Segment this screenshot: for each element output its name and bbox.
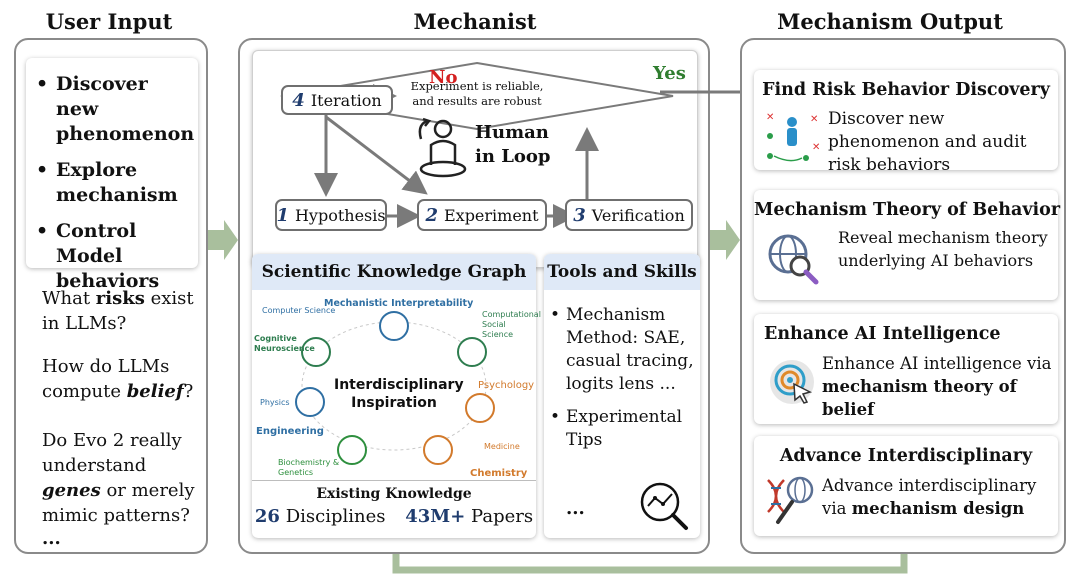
- svg-text:✕: ✕: [810, 114, 818, 125]
- disciplines-count: 26: [254, 506, 280, 527]
- svg-text:✕: ✕: [812, 142, 820, 153]
- mechanist-to-output-arrow: [710, 220, 740, 260]
- tools-list: •Mechanism Method: SAE, casual tracing, …: [548, 304, 698, 452]
- output-card-intelligence: Enhance AI Intelligence Enhance AI intel…: [754, 314, 1058, 424]
- field-mech-interp: Mechanistic Interpretability: [324, 298, 474, 309]
- kg-stats: 26 Disciplines 43M+ Papers: [252, 506, 536, 527]
- output-desc: Reveal mechanism theory underlying AI be…: [838, 228, 1048, 270]
- goal-item: Discover new phenomenon: [30, 72, 194, 147]
- field-biochem: Biochemistry & Genetics: [278, 458, 340, 477]
- mechanist-title: Mechanist: [413, 9, 537, 34]
- input-to-mechanist-arrow: [208, 220, 238, 260]
- field-computer-science: Computer Science: [262, 306, 336, 315]
- mechanism-output-title: Mechanism Output: [777, 9, 1003, 34]
- feedback-loop-arrow: [392, 552, 908, 574]
- field-chemistry: Chemistry: [470, 468, 528, 479]
- user-input-panel: Discover new phenomenon Explore mechanis…: [14, 38, 208, 554]
- yes-label: Yes: [653, 63, 686, 84]
- papers-label: Papers: [471, 506, 534, 527]
- tools-title: Tools and Skills: [544, 254, 700, 290]
- question-ellipsis: ...: [42, 528, 61, 549]
- mechanist-panel: No Yes Experiment is reliable, and resul…: [238, 38, 710, 554]
- question-genes: Do Evo 2 really understand genes or mere…: [42, 430, 195, 526]
- tools-item: •Mechanism Method: SAE, casual tracing, …: [550, 305, 694, 394]
- goal-item: Explore mechanism: [30, 158, 194, 208]
- psychology-node-icon: [465, 393, 495, 423]
- target-cursor-icon: [770, 360, 814, 404]
- output-card-risk: Find Risk Behavior Discovery ✕ ✕ ✕ Disco…: [754, 70, 1058, 175]
- biochem-node-icon: [337, 435, 367, 465]
- field-medicine: Medicine: [484, 442, 520, 451]
- user-input-title: User Input: [45, 9, 173, 34]
- globe-magnifier-icon: [768, 234, 819, 285]
- field-psychology: Psychology: [478, 380, 535, 391]
- field-computational-social: Computational Social Science: [482, 310, 541, 339]
- chart-magnifier-icon: [640, 482, 688, 530]
- chemistry-node-icon: [423, 435, 453, 465]
- kg-center-label: Interdisciplinary Inspiration: [334, 377, 464, 411]
- tools-item: •Experimental Tips: [550, 407, 683, 450]
- research-loop-card: No Yes Experiment is reliable, and resul…: [252, 50, 698, 268]
- physics-node-icon: [295, 387, 325, 417]
- risk-discovery-icon: ✕ ✕ ✕: [766, 112, 820, 162]
- kg-divider: [252, 480, 536, 481]
- question-belief: How do LLMs compute belief?: [42, 356, 194, 402]
- output-title: Enhance AI Intelligence: [764, 324, 1001, 344]
- svg-text:✕: ✕: [766, 112, 774, 123]
- tools-ellipsis: ...: [566, 498, 585, 519]
- field-engineering: Engineering: [256, 426, 324, 437]
- output-desc: Discover new phenomenon and audit risk b…: [828, 109, 1027, 175]
- human-in-loop-label: Human in Loop: [475, 122, 551, 167]
- papers-count: 43M+: [405, 506, 466, 527]
- goal-item: Control Model behaviors: [30, 219, 194, 294]
- no-label: No: [429, 67, 458, 88]
- knowledge-graph-title: Scientific Knowledge Graph: [252, 254, 536, 290]
- knowledge-graph-card: Scientific Knowledge Graph Computer Scie…: [252, 254, 541, 538]
- cognitive-neuro-node-icon: [301, 337, 331, 367]
- output-title: Mechanism Theory of Behavior: [754, 200, 1061, 220]
- knowledge-graph-diagram: [295, 311, 495, 465]
- computational-social-node-icon: [457, 337, 487, 367]
- mechanism-output-panel: Find Risk Behavior Discovery ✕ ✕ ✕ Disco…: [740, 38, 1066, 554]
- output-card-interdisciplinary: Advance Interdisciplinary Advance interd…: [754, 436, 1058, 536]
- tools-card: Tools and Skills •Mechanism Method: SAE,…: [544, 254, 700, 538]
- goals-card: Discover new phenomenon Explore mechanis…: [26, 58, 198, 292]
- dna-magnifier-icon: [767, 476, 814, 524]
- goals-list: Discover new phenomenon Explore mechanis…: [30, 72, 194, 294]
- output-desc: Enhance AI intelligence via mechanism th…: [822, 354, 1052, 419]
- decision-text: Experiment is reliable, and results are …: [410, 79, 544, 108]
- field-physics: Physics: [260, 398, 290, 407]
- output-card-theory: Mechanism Theory of Behavior Reveal mech…: [754, 190, 1061, 300]
- output-desc: Advance interdisciplinary via mechanism …: [822, 476, 1037, 518]
- existing-knowledge-label: Existing Knowledge: [316, 486, 472, 502]
- output-title: Advance Interdisciplinary: [779, 446, 1033, 466]
- output-title: Find Risk Behavior Discovery: [762, 80, 1050, 100]
- disciplines-label: Disciplines: [285, 506, 386, 527]
- question-risks: What risks exist in LLMs?: [42, 288, 194, 334]
- mech-interp-node-icon: [379, 311, 409, 341]
- human-in-loop-icon: [418, 117, 467, 178]
- field-cognitive-neuro: Cognitive Neuroscience: [254, 334, 315, 353]
